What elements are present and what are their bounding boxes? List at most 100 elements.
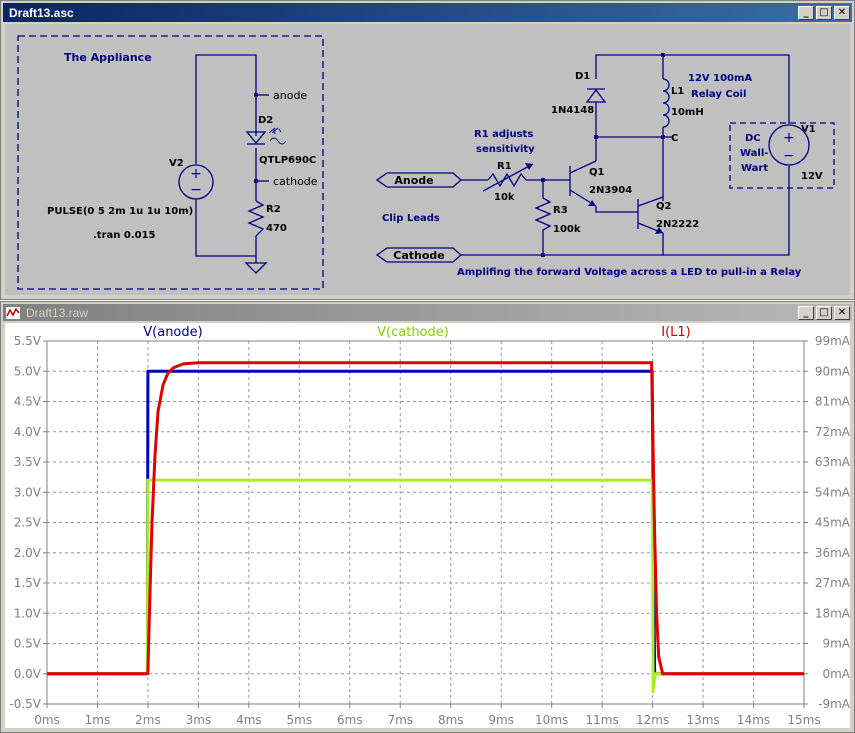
left-tick-label: 3.5V xyxy=(14,455,42,469)
r2-name: R2 xyxy=(266,204,281,215)
right-tick-label: 63mA xyxy=(815,455,850,469)
x-tick-label: 2ms xyxy=(135,713,161,727)
footer-note: Amplifing the forward Voltage across a L… xyxy=(457,267,802,278)
x-tick-label: 10ms xyxy=(535,713,568,727)
waveform-app-icon xyxy=(6,306,20,319)
relay-note-line2: Relay Coil xyxy=(691,89,746,100)
left-tick-label: 0.5V xyxy=(14,637,42,651)
r1-value: 10k xyxy=(494,192,515,203)
right-tick-label: 9mA xyxy=(822,637,850,651)
right-tick-label: 45mA xyxy=(815,516,850,530)
left-tick-label: 2.0V xyxy=(14,546,42,560)
left-tick-label: 1.0V xyxy=(14,606,42,620)
waveform-title: Draft13.raw xyxy=(26,305,89,320)
traces xyxy=(47,361,804,694)
waveform-plot[interactable]: 5.5V5.0V4.5V4.0V3.5V3.0V2.5V2.0V1.5V1.0V… xyxy=(5,323,850,728)
cathode-net-label: cathode xyxy=(273,175,318,188)
x-tick-label: 15ms xyxy=(787,713,820,727)
r3-name: R3 xyxy=(553,205,568,216)
right-tick-label: 54mA xyxy=(815,485,850,499)
close-button[interactable]: ✕ xyxy=(834,5,850,20)
tran-directive: .tran 0.015 xyxy=(93,230,156,241)
l1-name: L1 xyxy=(671,86,684,97)
relay-note-line1: 12V 100mA xyxy=(688,73,752,84)
right-tick-label: 72mA xyxy=(815,425,850,439)
right-tick-label: -9mA xyxy=(818,697,850,711)
appliance-label: The Appliance xyxy=(64,51,152,64)
trace-label-cathode[interactable]: V(cathode) xyxy=(377,325,449,340)
left-tick-label: 4.0V xyxy=(14,425,42,439)
trace-label-il1[interactable]: I(L1) xyxy=(661,325,691,340)
schematic-title: Draft13.asc xyxy=(9,5,74,20)
waveform-titlebar[interactable]: Draft13.raw _ □ ✕ xyxy=(3,304,852,321)
x-tick-label: 14ms xyxy=(737,713,770,727)
right-axis: 99mA90mA81mA72mA63mA54mA45mA36mA27mA18mA… xyxy=(815,334,850,711)
right-tick-label: 27mA xyxy=(815,576,850,590)
d1-value: 1N4148 xyxy=(551,105,594,116)
right-tick-label: 81mA xyxy=(815,395,850,409)
q2-name: Q2 xyxy=(656,201,672,212)
r1-note-line2: sensitivity xyxy=(476,144,535,155)
right-tick-label: 0mA xyxy=(822,667,850,681)
v2-plus-icon: + xyxy=(190,166,202,182)
schematic-titlebar[interactable]: Draft13.asc _ □ ✕ xyxy=(3,3,852,22)
x-tick-label: 1ms xyxy=(85,713,111,727)
anode-port-shape xyxy=(375,172,462,188)
left-tick-label: 5.5V xyxy=(14,334,42,348)
q2-value: 2N2222 xyxy=(656,219,699,230)
trace-label-anode[interactable]: V(anode) xyxy=(143,325,202,340)
schematic-drawing: The Appliance + xyxy=(17,35,835,290)
v1-value: 12V xyxy=(801,171,823,182)
maximize-button[interactable]: □ xyxy=(816,5,832,20)
r2-value: 470 xyxy=(266,223,287,234)
plot-frame xyxy=(46,340,805,705)
v1-plus-icon: + xyxy=(783,130,795,146)
left-axis: 5.5V5.0V4.5V4.0V3.5V3.0V2.5V2.0V1.5V1.0V… xyxy=(9,334,41,711)
v2-name: V2 xyxy=(169,158,184,169)
schematic-window: Draft13.asc _ □ ✕ The Appliance xyxy=(0,0,855,300)
wallwart-line3: Wart xyxy=(741,163,768,174)
plot-grid xyxy=(43,340,808,708)
cathode-port-shape xyxy=(375,247,462,263)
minimize-button[interactable]: _ xyxy=(798,305,814,320)
l1-value: 10mH xyxy=(671,107,704,118)
x-tick-label: 9ms xyxy=(488,713,514,727)
v1-name: V1 xyxy=(801,124,816,135)
v1-minus-icon: − xyxy=(783,148,795,164)
right-tick-label: 90mA xyxy=(815,364,850,378)
schematic-canvas[interactable]: The Appliance + xyxy=(5,24,850,295)
q1-name: Q1 xyxy=(589,167,605,178)
x-tick-label: 8ms xyxy=(438,713,464,727)
close-button[interactable]: ✕ xyxy=(834,305,850,320)
left-tick-label: 2.5V xyxy=(14,516,42,530)
r3-value: 100k xyxy=(553,224,581,235)
x-tick-label: 11ms xyxy=(586,713,619,727)
right-tick-label: 99mA xyxy=(815,334,850,348)
q1-value: 2N3904 xyxy=(589,185,632,196)
x-tick-label: 13ms xyxy=(686,713,719,727)
wallwart-line1: DC xyxy=(745,133,761,144)
maximize-button[interactable]: □ xyxy=(816,305,832,320)
r1-name: R1 xyxy=(497,161,512,172)
x-tick-label: 12ms xyxy=(636,713,669,727)
d2-name: D2 xyxy=(258,115,273,126)
right-tick-label: 18mA xyxy=(815,606,850,620)
v2-minus-icon: − xyxy=(190,182,202,198)
clip-leads-label: Clip Leads xyxy=(382,213,440,224)
d2-value: QTLP690C xyxy=(259,155,316,166)
c-net-label: C xyxy=(671,133,678,144)
cathode-port-label: Cathode xyxy=(393,249,444,262)
left-tick-label: 5.0V xyxy=(14,364,42,378)
r1-note-line1: R1 adjusts xyxy=(474,129,533,140)
minimize-button[interactable]: _ xyxy=(798,5,814,20)
left-tick-label: 1.5V xyxy=(14,576,42,590)
x-tick-label: 6ms xyxy=(337,713,363,727)
x-tick-label: 5ms xyxy=(287,713,313,727)
left-tick-label: 0.0V xyxy=(14,667,42,681)
x-tick-label: 3ms xyxy=(186,713,212,727)
wallwart-line2: Wall- xyxy=(740,148,768,159)
x-tick-label: 4ms xyxy=(236,713,262,727)
d1-name: D1 xyxy=(575,71,590,82)
